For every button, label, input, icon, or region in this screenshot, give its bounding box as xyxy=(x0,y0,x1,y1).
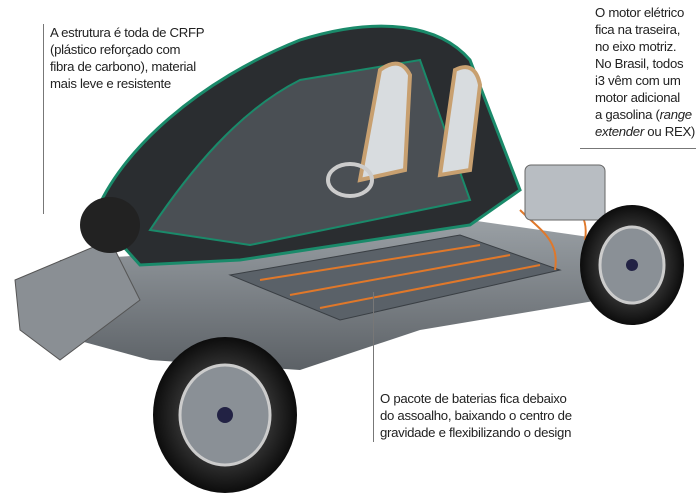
structure-annotation: A estrutura é toda de CRFP (plástico ref… xyxy=(50,24,205,92)
motor-text-part: ou REX) xyxy=(643,124,696,139)
motor-annotation: O motor elétrico fica na traseira, no ei… xyxy=(595,4,695,140)
motor-text-line: No Brasil, todos xyxy=(595,56,684,71)
structure-callout-line xyxy=(43,24,44,214)
motor-text-line: extender ou REX) xyxy=(595,123,695,140)
motor-text-line: fica na traseira, xyxy=(595,22,681,37)
motor-callout-line xyxy=(580,148,696,149)
battery-text-line: do assoalho, baixando o centro de xyxy=(380,408,572,423)
structure-text-line: (plástico reforçado com xyxy=(50,42,181,57)
rear-wheel xyxy=(580,205,684,325)
battery-annotation: O pacote de baterias fica debaixo do ass… xyxy=(380,390,572,441)
front-wheel xyxy=(153,337,297,493)
battery-pack xyxy=(228,234,562,321)
left-rear-wheel-hint xyxy=(80,197,140,253)
structure-text-line: A estrutura é toda de CRFP xyxy=(50,25,205,40)
rear-seat xyxy=(437,65,483,178)
structure-text-line: mais leve e resistente xyxy=(50,76,171,91)
structure-text-line: fibra de carbono), material xyxy=(50,59,196,74)
battery-text-line: O pacote de baterias fica debaixo xyxy=(380,391,567,406)
motor-text-line: no eixo motriz. xyxy=(595,39,677,54)
motor-text-italic: extender xyxy=(595,124,644,139)
motor-text-italic: range xyxy=(659,107,693,122)
motor-text-line: O motor elétrico xyxy=(595,5,685,20)
steering-wheel xyxy=(326,162,374,198)
rear-motor xyxy=(524,164,606,221)
motor-text-line: a gasolina (range xyxy=(595,106,695,123)
motor-text-line: i3 vêm com um xyxy=(595,73,681,88)
motor-text-line: motor adicional xyxy=(595,90,680,105)
battery-callout-line xyxy=(373,292,374,442)
front-seat xyxy=(357,61,413,183)
battery-text-line: gravidade e flexibilizando o design xyxy=(380,425,572,440)
motor-text-part: a gasolina ( xyxy=(595,107,660,122)
